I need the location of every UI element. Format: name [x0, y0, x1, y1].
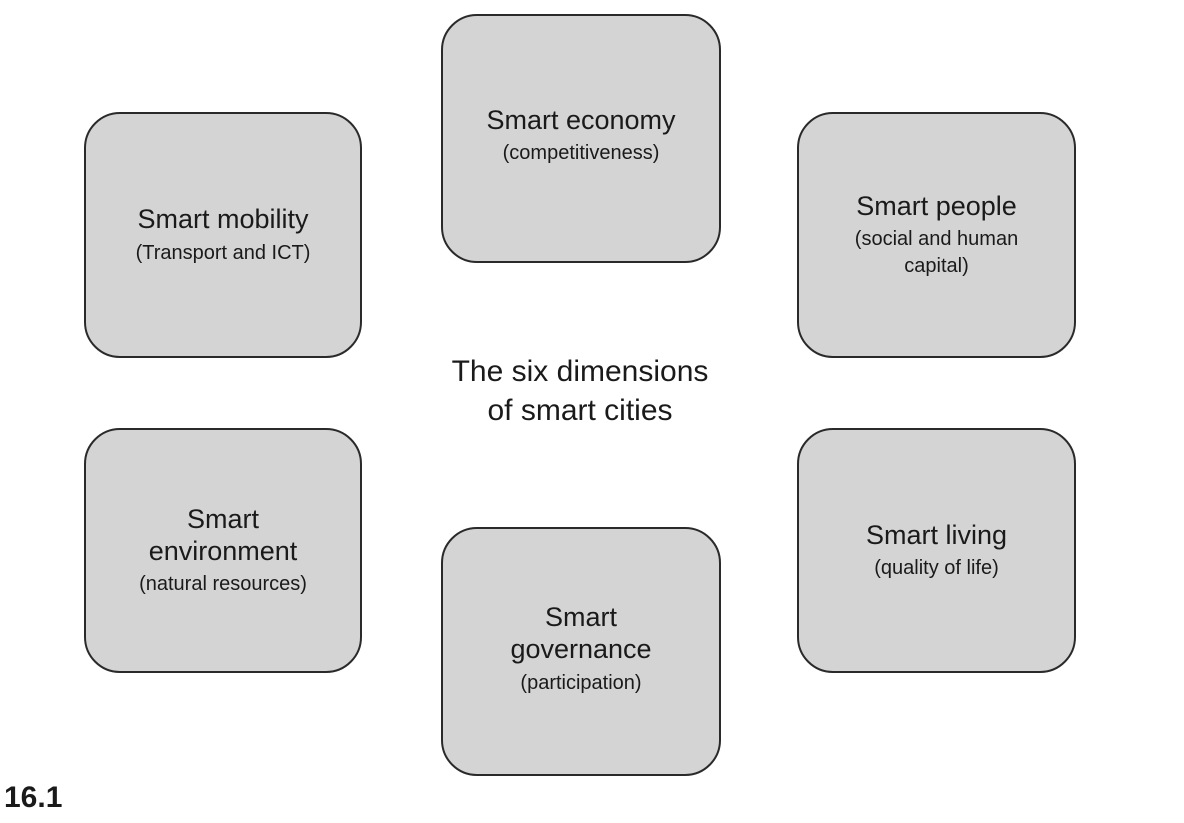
box-subtitle: (Transport and ICT)	[135, 241, 311, 264]
box-smart-economy: Smart economy (competitiveness)	[441, 14, 721, 263]
box-subtitle: (participation)	[520, 671, 642, 694]
box-title-line1: Smart	[544, 602, 617, 632]
box-smart-mobility: Smart mobility (Transport and ICT)	[84, 112, 362, 358]
box-smart-people: Smart people (social and human capital)	[797, 112, 1076, 358]
diagram-center-label: The six dimensions of smart cities	[390, 352, 770, 430]
box-smart-environment: Smart environment (natural resources)	[84, 428, 362, 673]
box-subtitle: (competitiveness)	[502, 142, 660, 165]
box-title-line2: environment	[148, 536, 298, 566]
box-title: Smart mobility	[137, 204, 309, 235]
box-title: Smart living	[865, 519, 1008, 550]
box-subtitle-line1: (social and human	[854, 228, 1019, 251]
box-subtitle-line2: capital)	[904, 255, 969, 278]
box-subtitle: (natural resources)	[139, 573, 307, 596]
box-title: Smart economy	[486, 105, 676, 135]
box-smart-governance: Smart governance (participation)	[441, 527, 721, 776]
figure-number: 16.1	[4, 781, 63, 814]
box-title-line2: governance	[510, 634, 652, 665]
box-smart-living: Smart living (quality of life)	[797, 428, 1076, 673]
box-subtitle: (quality of life)	[874, 557, 999, 580]
center-label-line1: The six dimensions	[451, 355, 709, 388]
box-title: Smart people	[856, 190, 1017, 221]
box-title-line1: Smart	[186, 503, 259, 534]
center-label-line2: of smart cities	[487, 394, 673, 427]
